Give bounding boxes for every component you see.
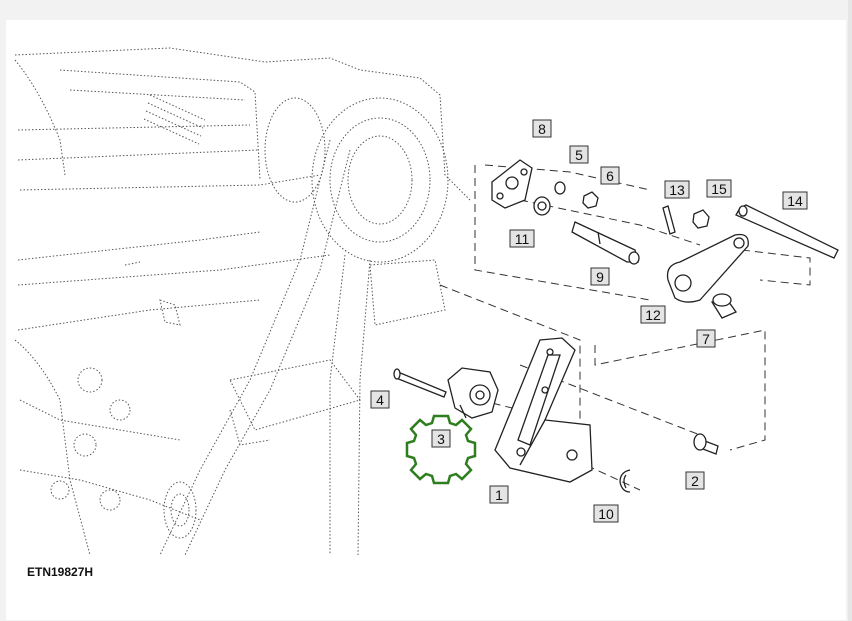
callout-8-label: 8 — [538, 121, 546, 137]
part-nut — [582, 191, 599, 209]
callout-13-label: 13 — [669, 182, 685, 198]
part-nut-15 — [692, 209, 710, 229]
callout-2-label: 2 — [691, 473, 699, 489]
callout-4-label: 4 — [376, 392, 384, 408]
scrollbar[interactable] — [848, 0, 852, 621]
part-shaft — [571, 221, 640, 265]
callout-1: 1 — [489, 485, 509, 504]
callout-2: 2 — [685, 471, 705, 490]
part-washer — [554, 181, 566, 195]
callout-5-label: 5 — [575, 147, 583, 163]
callout-7: 7 — [696, 329, 716, 348]
callout-15: 15 — [706, 179, 732, 198]
part-clip — [619, 469, 631, 493]
callout-10: 10 — [593, 504, 619, 523]
callout-9: 9 — [590, 267, 610, 286]
callout-15-label: 15 — [711, 181, 727, 197]
part-rod — [735, 204, 839, 259]
part-bracket — [494, 337, 593, 483]
part-bushing-7 — [710, 293, 737, 319]
callout-1-label: 1 — [495, 487, 503, 503]
figure-id: ETN19827H — [27, 565, 94, 579]
callout-11: 11 — [509, 229, 535, 248]
callout-3: 3 — [431, 429, 451, 448]
callout-14: 14 — [782, 191, 808, 210]
part-pin — [662, 205, 676, 235]
callout-10-label: 10 — [598, 506, 614, 522]
part-lever-arm — [666, 233, 749, 303]
callout-14-label: 14 — [787, 193, 803, 209]
callout-3-label: 3 — [437, 431, 445, 447]
assembly-guide-lines — [439, 164, 811, 491]
part-tensioner — [447, 367, 499, 419]
part-mounting-plate — [491, 159, 533, 209]
callout-11-label: 11 — [515, 231, 530, 247]
part-bolt-short — [693, 433, 719, 455]
callout-9-label: 9 — [596, 269, 604, 285]
callout-12: 12 — [640, 305, 666, 324]
callout-6: 6 — [600, 166, 620, 185]
part-bushing-11 — [533, 196, 551, 216]
part-bolt-long — [393, 368, 447, 398]
callout-5: 5 — [569, 145, 589, 164]
callout-13: 13 — [664, 180, 690, 199]
engine-block-outline — [14, 47, 471, 556]
callout-12-label: 12 — [645, 307, 661, 323]
callout-6-label: 6 — [606, 168, 614, 184]
callout-8: 8 — [532, 119, 552, 138]
highlight-gear-icon — [405, 414, 477, 485]
callout-4: 4 — [370, 390, 390, 409]
callout-7-label: 7 — [702, 331, 710, 347]
